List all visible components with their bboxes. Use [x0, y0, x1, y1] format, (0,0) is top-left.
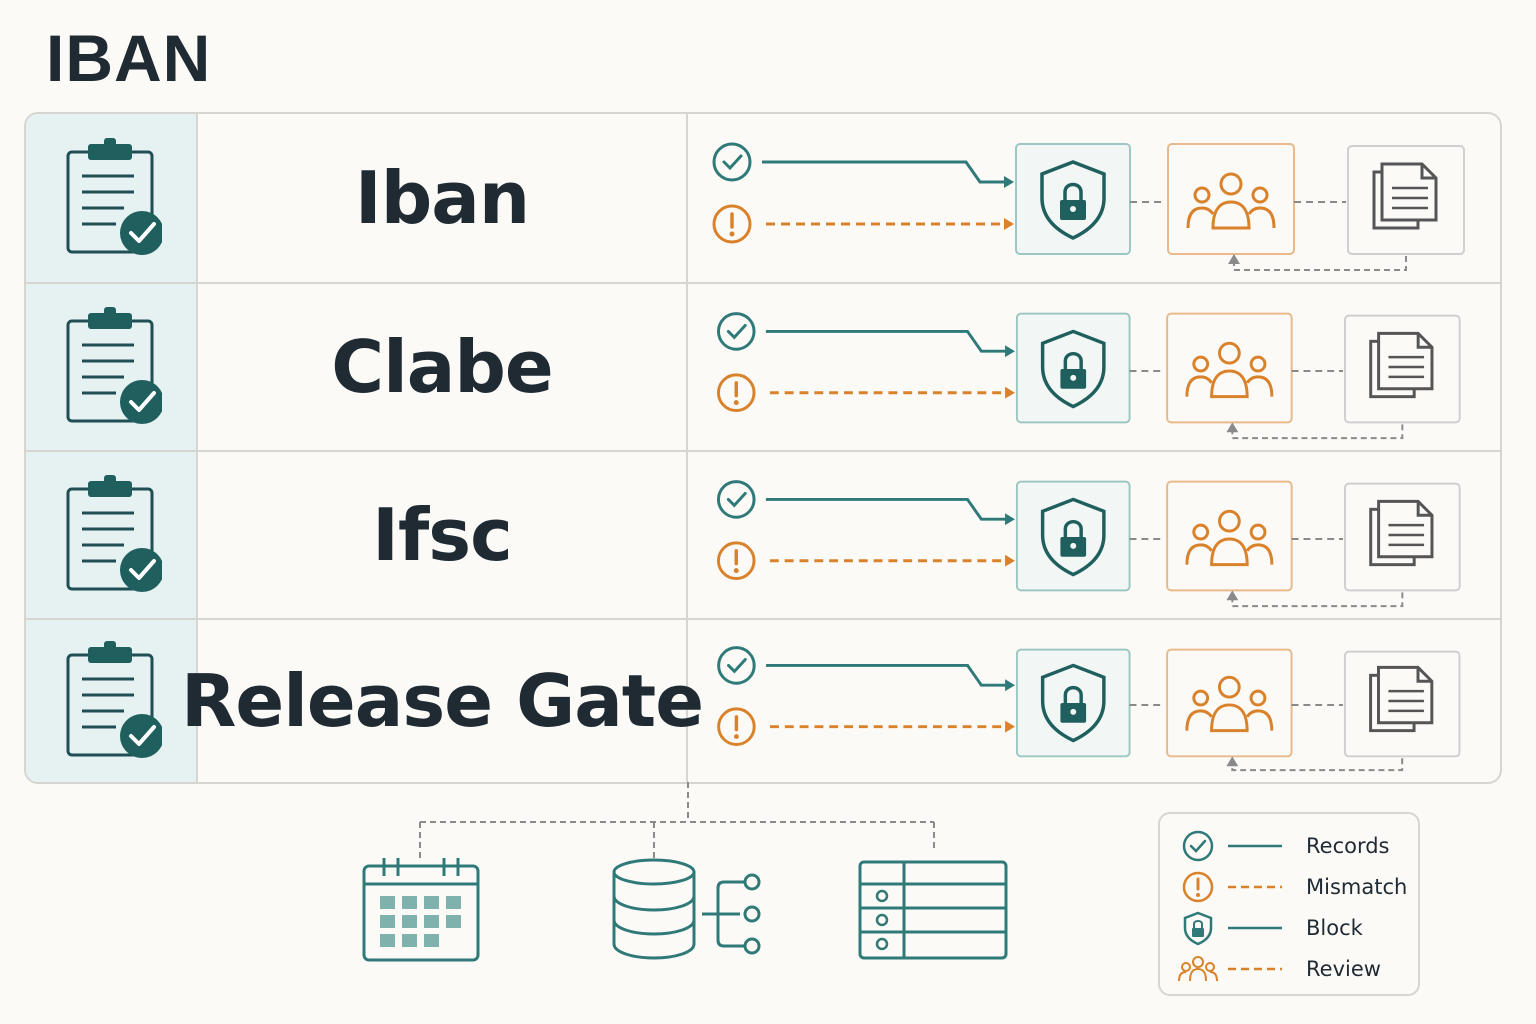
shield-lock-icon: [1183, 911, 1282, 946]
legend: Records Mismatch Block Review: [1158, 812, 1420, 996]
row-label-cell: Release Gate: [181, 620, 704, 782]
table-list-icon: [858, 860, 1008, 960]
row-icon-cell: [26, 620, 198, 782]
legend-item-review: Review: [1178, 951, 1418, 987]
legend-label: Review: [1306, 957, 1381, 981]
clipboard-check-icon: [66, 138, 162, 255]
documents-icon: [1344, 482, 1461, 592]
row-label: Ifsc: [372, 493, 513, 577]
documents-icon: [1343, 650, 1461, 758]
records-arrow: [762, 160, 1014, 188]
mismatch-arrow: [770, 720, 1015, 733]
row-flow: [688, 452, 1500, 618]
row-iban: Iban: [26, 114, 1500, 284]
legend-label: Block: [1306, 916, 1363, 940]
people-group-icon: [1166, 312, 1293, 424]
feedback-arrow: [1226, 756, 1404, 772]
records-arrow: [766, 663, 1015, 692]
shield-lock-icon: [1015, 312, 1131, 424]
mismatch-arrow: [766, 218, 1014, 230]
calendar-icon: [362, 858, 480, 962]
documents-icon: [1344, 314, 1461, 424]
row-flow: [688, 620, 1500, 782]
legend-item-mismatch: Mismatch: [1178, 869, 1418, 905]
exclamation-circle-icon: [712, 204, 752, 244]
process-grid: Iban: [24, 112, 1502, 784]
legend-label: Mismatch: [1306, 875, 1408, 899]
clipboard-check-icon: [66, 641, 162, 758]
row-label-cell: Iban: [198, 114, 688, 282]
row-clabe: Clabe: [26, 284, 1500, 452]
check-circle-icon: [1182, 830, 1282, 862]
exclamation-circle-icon: [1182, 871, 1282, 903]
row-flow: [688, 284, 1500, 450]
row-label: Clabe: [331, 325, 553, 409]
row-label: Iban: [354, 156, 530, 240]
row-icon-cell: [26, 284, 198, 450]
people-group-icon: [1167, 143, 1295, 255]
check-circle-icon: [717, 646, 756, 685]
row-icon-cell: [26, 452, 198, 618]
row-label-cell: Ifsc: [198, 452, 688, 618]
connector-lines: [419, 782, 935, 858]
people-group-icon: [1178, 956, 1282, 982]
legend-item-records: Records: [1178, 828, 1418, 864]
people-group-icon: [1166, 648, 1293, 758]
page-title: IBAN: [46, 21, 212, 95]
clipboard-check-icon: [66, 307, 162, 424]
legend-label: Records: [1306, 834, 1390, 858]
row-flow: [688, 114, 1500, 282]
shield-lock-icon: [1015, 143, 1131, 255]
clipboard-check-icon: [66, 475, 162, 592]
records-arrow: [765, 497, 1015, 526]
row-label: Release Gate: [180, 659, 704, 743]
row-icon-cell: [26, 114, 198, 282]
people-group-icon: [1166, 480, 1293, 592]
feedback-arrow: [1228, 254, 1407, 271]
documents-icon: [1347, 145, 1465, 255]
feedback-arrow: [1226, 590, 1404, 608]
exclamation-circle-icon: [716, 541, 756, 580]
exclamation-circle-icon: [717, 707, 756, 746]
legend-item-block: Block: [1178, 910, 1418, 946]
database-network-icon: [612, 858, 761, 960]
shield-lock-icon: [1015, 480, 1131, 592]
row-ifsc: Ifsc: [26, 452, 1500, 620]
records-arrow: [765, 329, 1015, 358]
exclamation-circle-icon: [716, 373, 756, 412]
mismatch-arrow: [769, 386, 1015, 399]
shield-lock-icon: [1015, 648, 1131, 758]
check-circle-icon: [716, 480, 756, 519]
row-label-cell: Clabe: [198, 284, 688, 450]
check-circle-icon: [712, 142, 752, 182]
data-sources: [362, 782, 1008, 962]
feedback-arrow: [1226, 422, 1404, 440]
mismatch-arrow: [769, 554, 1015, 567]
check-circle-icon: [716, 312, 756, 351]
row-release-gate: Release Gate: [26, 620, 1500, 782]
